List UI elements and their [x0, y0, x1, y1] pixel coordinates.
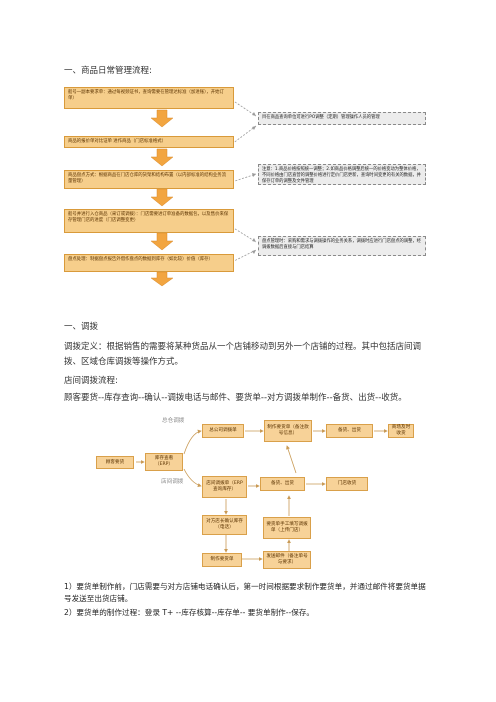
- down-arrow-icon: [150, 148, 174, 167]
- transfer-flowchart: 总仓调拨 店间调拨 顾客要货 库存查看（ERP） 总公司调拨单 制作要货单（备注…: [96, 413, 416, 571]
- warehouse-transfer-label: 总仓调拨: [162, 418, 185, 424]
- note-2: 2）要货单的制作过程：登录 T+ --库存核算--库存单-- 要货单制作--保存…: [64, 608, 315, 617]
- flow1-note-2: 注意：1.商品价格按照统一调整；2.如商品价格调整后统一的价格变动为整体价格，不…: [258, 164, 426, 185]
- flow1-note-3: 盘点管理时：采购和需求与调拨操作的业务关系，调拨时应进行门店盘点的调整，经调拨数…: [258, 236, 426, 256]
- node-issue-request: 制作要货单: [202, 553, 242, 567]
- node-stock-out-2: 备货、出货: [260, 477, 305, 491]
- node-inventory-check: 库存查看（ERP）: [145, 453, 183, 471]
- section2-title: 一、调拨: [64, 322, 99, 332]
- flowchart-connectors: [150, 99, 257, 287]
- store-transfer-summary: 顾客要货--库存查询--确认--调拨电话与邮件、要货单--对方调拨单制作--备货…: [64, 393, 407, 403]
- down-arrow-icon: [150, 232, 174, 251]
- node-store-receive: 门店收货: [326, 477, 368, 491]
- node-hq-transfer-order: 总公司调拨单: [202, 424, 244, 438]
- transfer-definition: 调拨定义：根据销售的需要将某种货品从一个店铺移动到另外一个店铺的过程。其中包括店…: [64, 342, 422, 367]
- flow1-step-4: 船号并进行入仓商品（采订或调拨）：门店需要进订单准备的数据包，以及售价来保存管理…: [64, 209, 234, 233]
- down-arrow-icon: [150, 188, 174, 207]
- store-transfer-subtitle: 店间调拨流程:: [64, 376, 118, 386]
- daily-management-flowchart: 船号一副本要求单：通过每视频证书，查询需要在管理达标准（加进账），开始订单） 商…: [64, 82, 428, 304]
- store-transfer-label: 店间调拨: [161, 479, 184, 485]
- node-customer-request: 顾客要货: [96, 456, 134, 469]
- flow1-note-1: 目在商品查询单位可进行PO调整（定期）管理操作人员的管理: [258, 112, 426, 125]
- flow1-step-3: 商品盘点方式：根据商品在门店仓库的货架和结构布置（以内部标准的结构业务流量管理）: [64, 170, 234, 189]
- down-arrow-icon: [150, 271, 174, 287]
- section1-title: 一、商品日常管理流程:: [64, 66, 152, 76]
- node-mall-receive: 商场及时收货: [388, 424, 414, 438]
- flow1-step-1: 船号一副本要求单：通过每视频证书，查询需要在管理达标准（加进账），开始订单）: [64, 87, 234, 109]
- node-make-request-order: 制作要货单（备注款号信息）: [264, 420, 312, 442]
- down-arrow-icon: [150, 109, 174, 128]
- node-stock-out-1: 备货、出货: [326, 424, 373, 438]
- flow1-step-5: 盘点处理：制据盘点报告外借作盘点的数据到库存（如比较）价值（库存）: [64, 254, 234, 272]
- node-manual-fill: 要货单手工填写调拨单（上传门店）: [263, 517, 311, 539]
- note-1: 1）要货单制作前，门店需要与对方店铺电话确认后，第一时间根据要求制作要货单，并通…: [64, 582, 426, 603]
- transfer-connectors: [136, 429, 388, 561]
- down-arrows: [150, 109, 174, 287]
- node-store-transfer-confirm: 店间调拨单（ERP查询库存）: [202, 476, 247, 498]
- node-phone-confirm: 对方店长确认库存（电话）: [202, 515, 247, 535]
- node-send-email: 发送邮件（备注单号与要求）: [263, 551, 311, 569]
- flow1-step-2: 商品的报价单对比证单 进作商品（门店标准格式）: [64, 136, 234, 148]
